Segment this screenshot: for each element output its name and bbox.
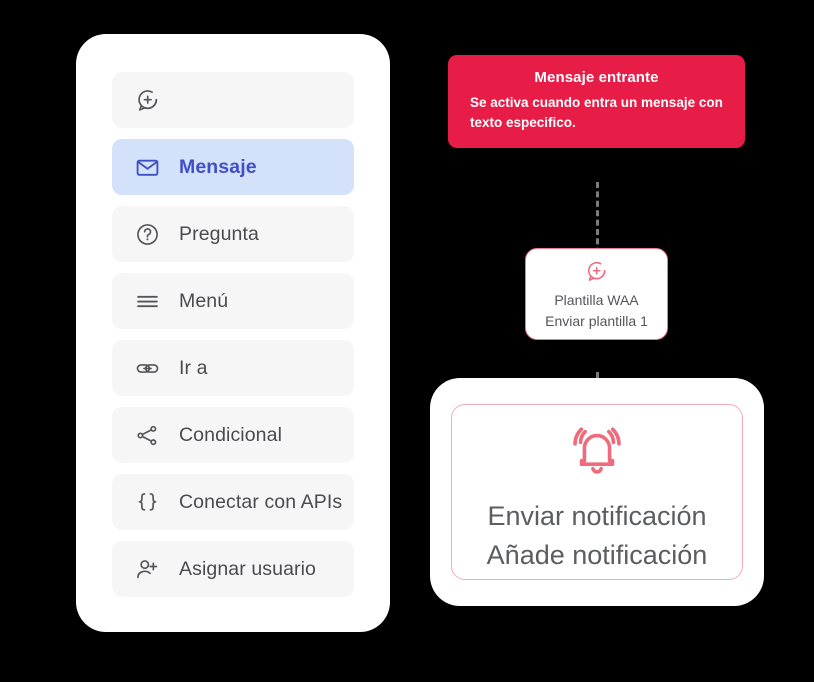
node-card-enviar-notificacion[interactable]: Enviar notificación Añade notificación bbox=[451, 404, 743, 580]
sidebar-item-menu[interactable]: Menú bbox=[112, 273, 354, 329]
sidebar-item-label: Mensaje bbox=[179, 155, 257, 178]
question-circle-icon bbox=[134, 221, 161, 248]
block-list: Mensaje Pregunta Menú bbox=[112, 72, 354, 597]
flow-canvas: Mensaje entrante Se activa cuando entra … bbox=[430, 34, 764, 634]
sidebar-item-asignar-usuario[interactable]: Asignar usuario bbox=[112, 541, 354, 597]
chat-plus-icon bbox=[134, 87, 161, 114]
node-subtitle: Añade notificación bbox=[486, 540, 708, 571]
trigger-card-mensaje-entrante[interactable]: Mensaje entrante Se activa cuando entra … bbox=[448, 55, 745, 148]
sidebar-item-conectar-con-apis[interactable]: Conectar con APIs bbox=[112, 474, 354, 530]
sidebar-item-label: Menú bbox=[179, 289, 229, 312]
user-plus-icon bbox=[134, 556, 161, 583]
link-icon bbox=[134, 355, 161, 382]
sidebar-item-label: Condicional bbox=[179, 423, 282, 446]
sidebar-item-label: Ir a bbox=[179, 356, 208, 379]
node-subtitle: Enviar plantilla 1 bbox=[545, 313, 648, 329]
bell-ringing-icon bbox=[568, 423, 626, 481]
sidebar-item-condicional[interactable]: Condicional bbox=[112, 407, 354, 463]
trigger-description: Se activa cuando entra un mensaje con te… bbox=[470, 95, 723, 130]
share-nodes-icon bbox=[134, 422, 161, 449]
chat-plus-icon bbox=[585, 260, 608, 284]
block-palette-panel: Mensaje Pregunta Menú bbox=[76, 34, 390, 632]
sidebar-item-nuevo-chat[interactable] bbox=[112, 72, 354, 128]
envelope-icon bbox=[134, 154, 161, 181]
sidebar-item-ir-a[interactable]: Ir a bbox=[112, 340, 354, 396]
trigger-title: Mensaje entrante bbox=[534, 69, 659, 86]
node-title: Enviar notificación bbox=[487, 501, 707, 531]
hamburger-menu-icon bbox=[134, 288, 161, 315]
curly-braces-icon bbox=[134, 489, 161, 516]
connector-trigger-to-template bbox=[596, 182, 599, 282]
sidebar-item-label: Asignar usuario bbox=[179, 557, 316, 580]
sidebar-item-pregunta[interactable]: Pregunta bbox=[112, 206, 354, 262]
sidebar-item-label: Conectar con APIs bbox=[179, 490, 343, 513]
sidebar-item-label: Pregunta bbox=[179, 222, 259, 245]
notification-card-panel: Enviar notificación Añade notificación bbox=[430, 378, 764, 606]
node-card-plantilla-waa[interactable]: Plantilla WAA Enviar plantilla 1 bbox=[525, 248, 668, 340]
node-title: Plantilla WAA bbox=[554, 292, 639, 308]
sidebar-item-mensaje[interactable]: Mensaje bbox=[112, 139, 354, 195]
